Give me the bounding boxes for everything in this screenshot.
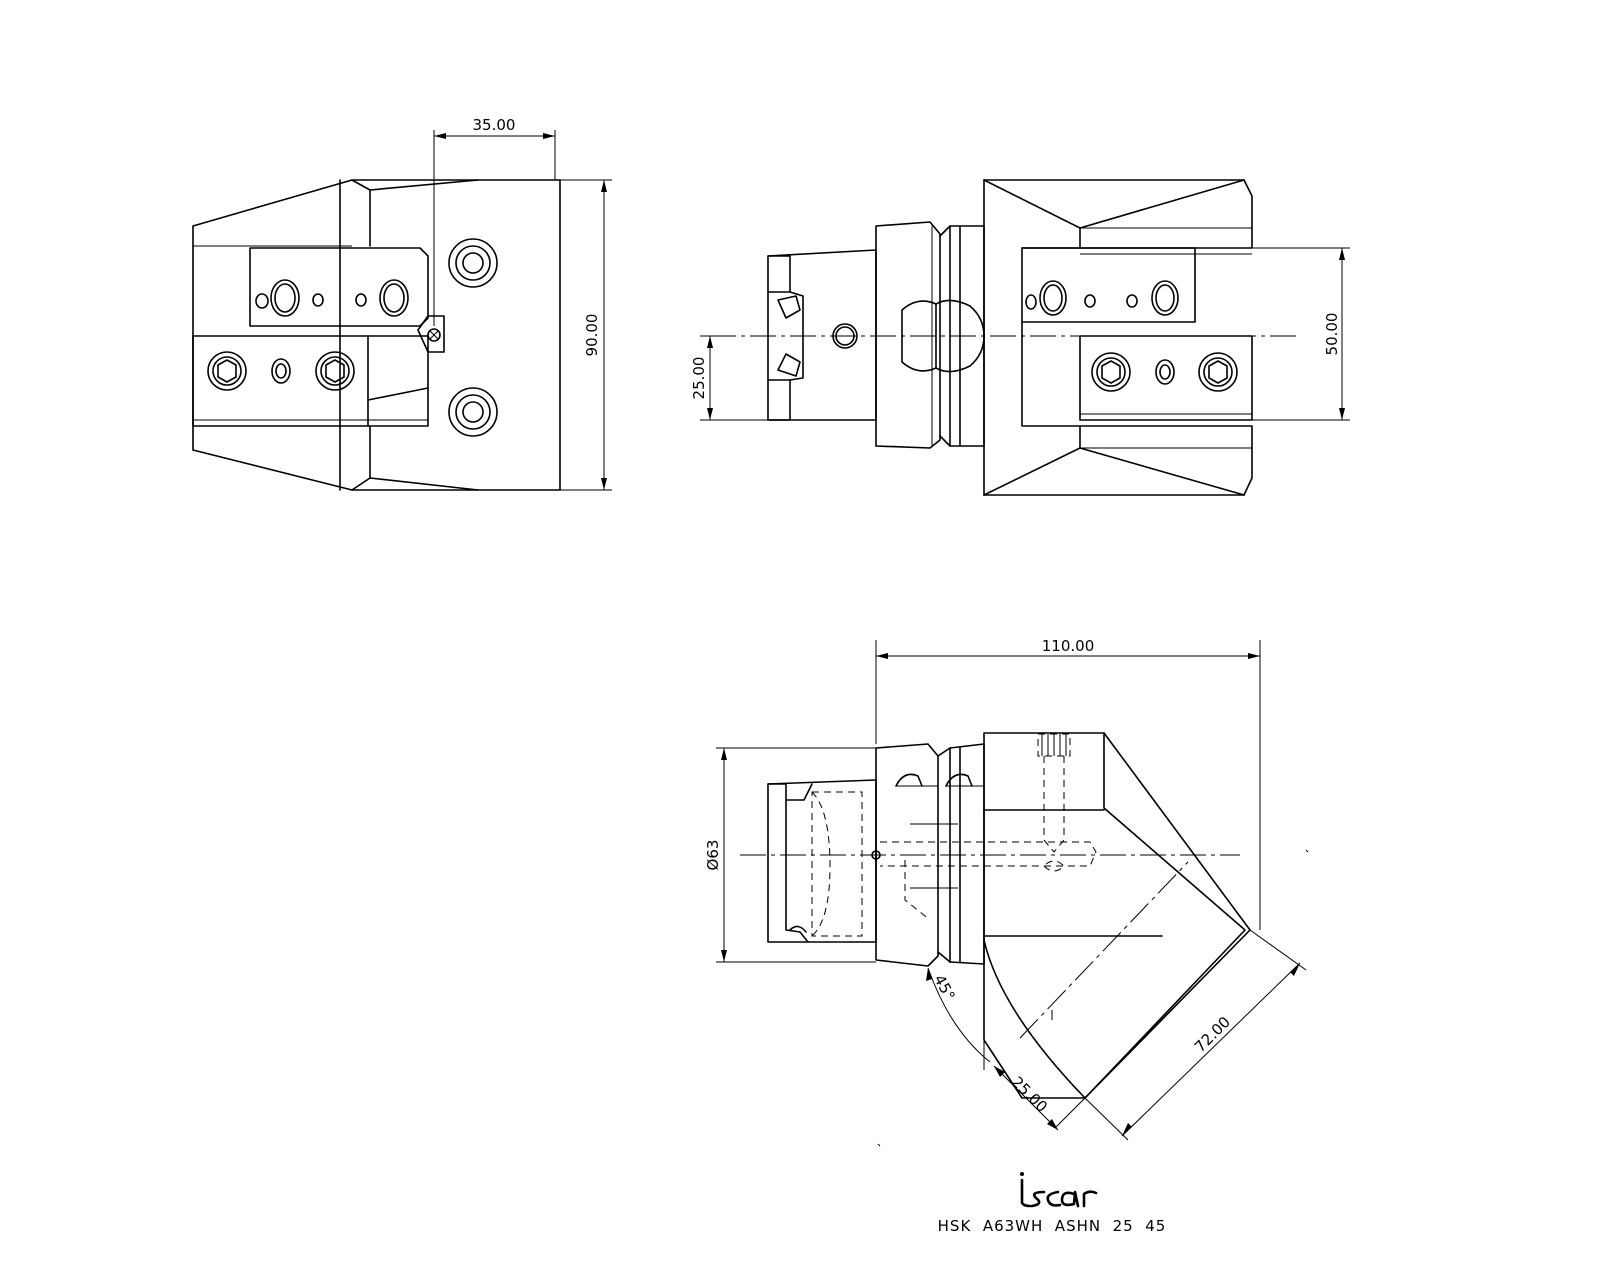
dim-side-height: 50.00 <box>1323 313 1341 356</box>
top-view <box>740 732 1251 1099</box>
dim-diameter: Ø63 <box>704 840 722 871</box>
front-bolt-lower <box>448 387 498 437</box>
side-screw-1 <box>1091 352 1131 392</box>
dim-side-offset: 25.00 <box>690 357 708 400</box>
side-screw-2 <box>1198 352 1238 392</box>
front-bolt-upper <box>448 238 498 288</box>
title-block: HSK A63WH ASHN 25 45 <box>938 1172 1167 1235</box>
dim-front-width: 35.00 <box>473 116 516 134</box>
dim-top-length: 110.00 <box>1042 637 1095 655</box>
top-dimensions: 110.00 Ø63 45° 25.00 72.00 <box>704 637 1309 1147</box>
dim-chamfer-width: 25.00 <box>1008 1073 1051 1116</box>
product-code: HSK A63WH ASHN 25 45 <box>938 1217 1167 1235</box>
dim-front-height: 90.00 <box>583 314 601 357</box>
dim-diagonal-length: 72.00 <box>1191 1013 1234 1056</box>
side-dimensions: 25.00 50.00 <box>690 247 1350 421</box>
iscar-logo <box>1020 1172 1098 1208</box>
front-screw-2 <box>315 351 355 391</box>
front-view <box>192 179 561 491</box>
dim-angle: 45° <box>930 972 958 1004</box>
front-screw-1 <box>207 351 247 391</box>
front-dimensions: 35.00 90.00 <box>433 116 612 491</box>
side-view <box>710 179 1300 496</box>
